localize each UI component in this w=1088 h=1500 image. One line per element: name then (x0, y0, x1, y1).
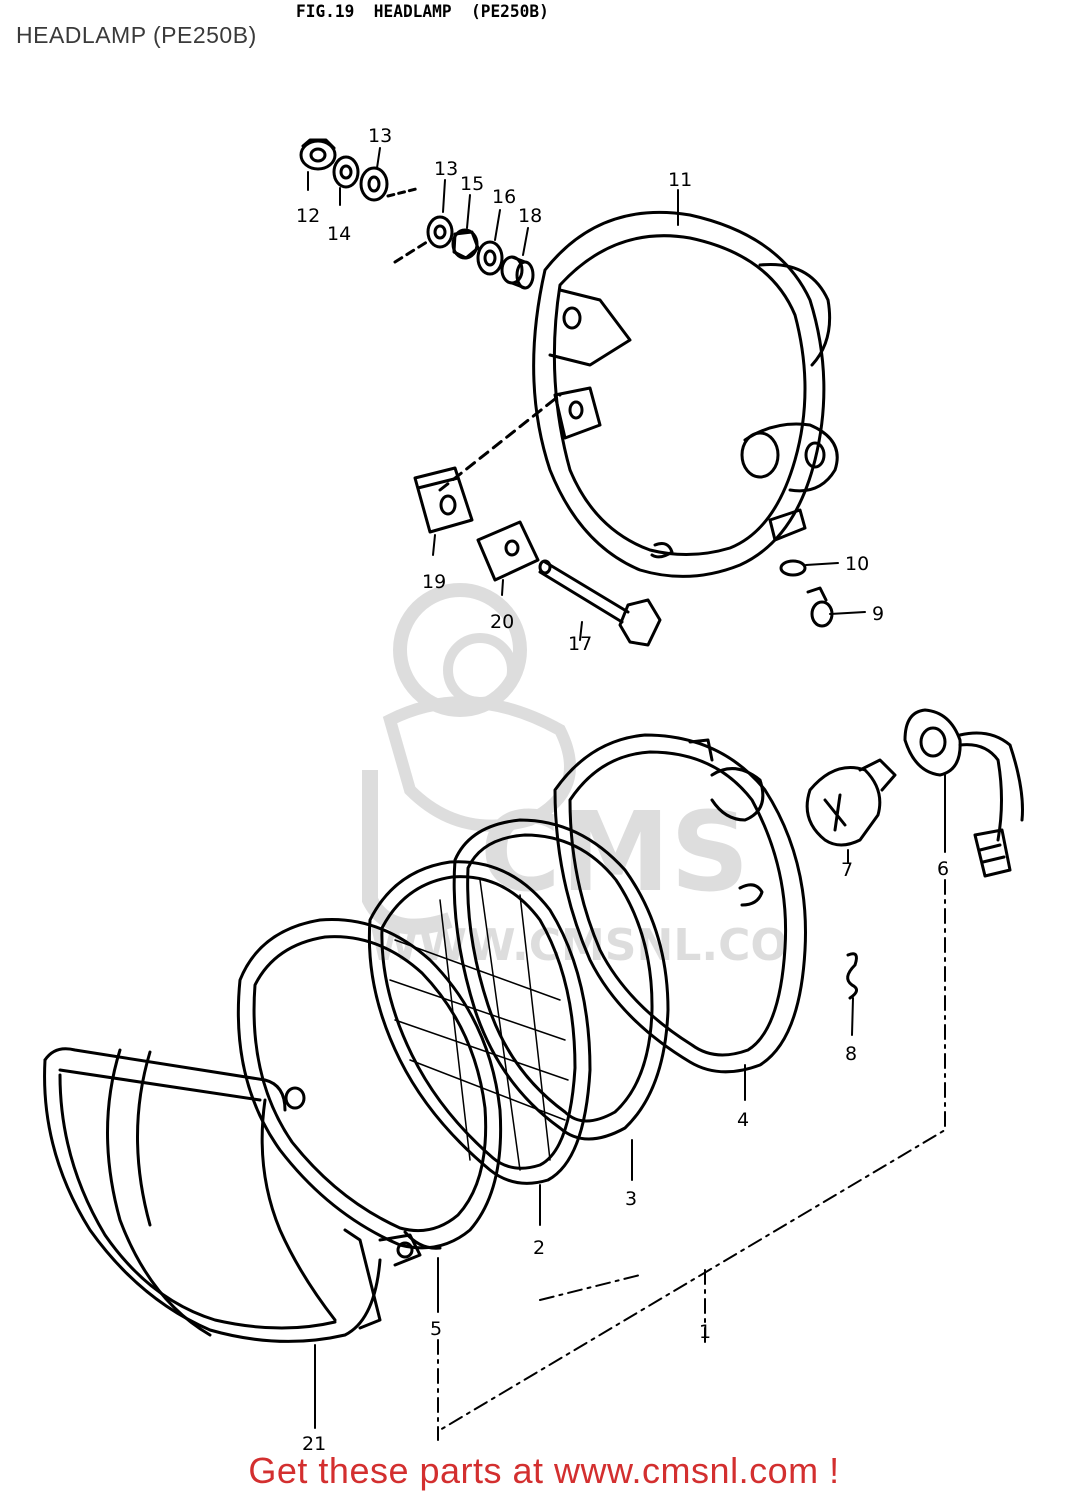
part-14-washer (332, 155, 360, 189)
part-13-washer-a (359, 166, 389, 202)
callout-9: 9 (872, 603, 884, 625)
callout-15: 15 (460, 173, 484, 195)
part-2-sealed-beam-lens (367, 860, 592, 1185)
part-15-nut (451, 228, 480, 260)
callout-17: 17 (568, 633, 592, 655)
get-parts-link[interactable]: Get these parts at www.cmsnl.com ! (248, 1450, 840, 1491)
callout-6: 6 (937, 858, 949, 880)
part-16-washer (476, 240, 504, 276)
part-8-spring (846, 952, 858, 1000)
callout-1: 1 (699, 1321, 711, 1343)
part-11-headlamp-housing (438, 210, 839, 578)
part-3-lens-ring (452, 818, 670, 1141)
callout-20: 20 (490, 611, 514, 633)
part-17-bolt (538, 559, 662, 647)
callout-18: 18 (518, 205, 542, 227)
part-9-screw (806, 586, 834, 628)
leader-lines (307, 147, 946, 1429)
callout-19: 19 (422, 571, 446, 593)
callout-10: 10 (845, 553, 869, 575)
callout-13-b: 13 (434, 158, 458, 180)
part-18-spacer (500, 255, 535, 290)
callout-14: 14 (327, 223, 351, 245)
part-4-headlamp-rim (553, 733, 807, 1074)
part-12-nut (299, 138, 337, 171)
callout-2: 2 (533, 1237, 545, 1259)
part-20-plate (476, 520, 540, 582)
callout-7: 7 (841, 859, 853, 881)
callout-21: 21 (302, 1433, 326, 1455)
callout-13-a: 13 (368, 125, 392, 147)
callout-5: 5 (430, 1318, 442, 1340)
part-21-wire-guard (43, 1047, 422, 1343)
part-19-bracket (413, 466, 474, 534)
part-13-washer-b (426, 215, 454, 249)
callout-16: 16 (492, 186, 516, 208)
page-title: HEADLAMP (PE250B) (16, 22, 257, 48)
callout-4: 4 (737, 1109, 749, 1131)
part-7-bulb (805, 758, 897, 847)
callout-11: 11 (668, 169, 692, 191)
part-10-washer (779, 559, 807, 577)
callout-3: 3 (625, 1188, 637, 1210)
callout-8: 8 (845, 1043, 857, 1065)
callout-12: 12 (296, 205, 320, 227)
part-6-bulb-socket (903, 708, 1024, 878)
assembly-reference-lines (437, 879, 946, 1441)
figure-caption: FIG.19 HEADLAMP (PE250B) (296, 2, 549, 22)
